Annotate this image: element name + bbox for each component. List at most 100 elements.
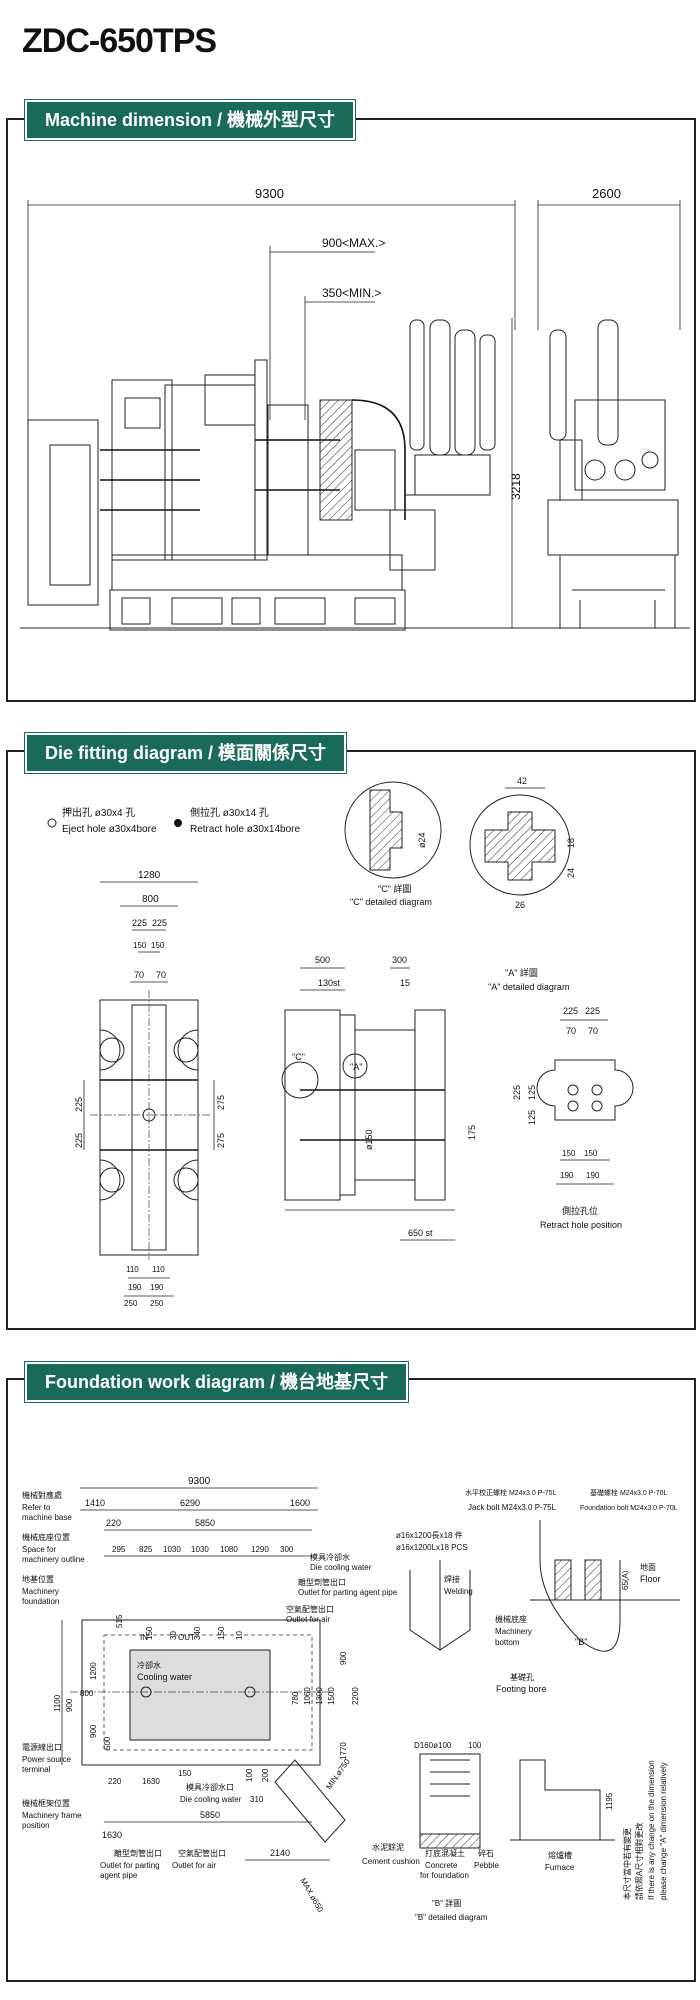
fd-10: 10 (235, 1631, 244, 1640)
machine-dimension-drawing: 9300 2600 900<MAX.> 350<MIN.> 3218 (20, 186, 690, 631)
dim-900-max: 900<MAX.> (322, 236, 385, 250)
found-en1: Machinery (22, 1587, 59, 1596)
pebble-cn: 碎石 (478, 1848, 494, 1858)
cement-cn: 水泥餘泥 (372, 1842, 404, 1852)
fd-30: 30 (169, 1631, 178, 1640)
fd-v800: 800 (80, 1689, 94, 1698)
dim-2600: 2600 (592, 186, 621, 201)
dim-190-a: 190 (128, 1283, 142, 1292)
frame-cn: 機械框架位置 (22, 1798, 70, 1808)
dim-225-b: 225 (152, 918, 167, 928)
side-dim-15: 15 (400, 978, 410, 988)
retract-dim-70-b: 70 (588, 1026, 598, 1036)
fd-max-dia: MAX.ø650 (298, 1877, 325, 1915)
fd-r780: 780 (291, 1691, 300, 1705)
die-cooling-top-en: Die cooling water (310, 1563, 372, 1572)
dim-v225-a: 225 (74, 1097, 84, 1112)
fd-b5850: 5850 (200, 1810, 220, 1820)
air-bot-en: Outlet for air (172, 1861, 216, 1870)
retract-dim-225-a: 225 (563, 1006, 578, 1016)
power-cn: 電源線出口 (22, 1742, 62, 1752)
dim-v275-a: 275 (216, 1095, 226, 1110)
fd-s1030-a: 1030 (163, 1545, 181, 1554)
dim-190-b: 190 (150, 1283, 164, 1292)
leveling-en: Jack bolt M24x3.0 P-75L (468, 1503, 557, 1512)
space-en2: machinery outline (22, 1555, 85, 1564)
dim-9300: 9300 (255, 186, 284, 201)
note-cn1: 本尺寸當中若有變更 (622, 1828, 632, 1900)
fd-r1060: 1060 (303, 1687, 312, 1705)
parting-bot-en1: Outlet for parting (100, 1861, 160, 1870)
side-dim-650st: 650 st (408, 1228, 433, 1238)
dim-v275-b: 275 (216, 1133, 226, 1148)
dim-110-b: 110 (152, 1265, 165, 1274)
fd-in: IN (140, 1633, 148, 1642)
dim-110-a: 110 (126, 1265, 139, 1274)
side-dim-175: 175 (467, 1125, 477, 1140)
parting-bot-cn: 離型劑管出口 (114, 1848, 162, 1858)
fd-150-b: 150 (217, 1626, 226, 1640)
dim-250-a: 250 (124, 1299, 138, 1308)
b-detail-d100: 100 (468, 1741, 482, 1750)
weld-en: Welding (444, 1587, 473, 1596)
found-en2: foundation (22, 1597, 59, 1606)
machine-dimension-banner: Machine dimension / 機械外型尺寸 (25, 100, 356, 140)
concrete-cn: 打底混凝土 (425, 1848, 465, 1858)
power-en1: Power source (22, 1755, 71, 1764)
footing-bore-en: Footing bore (496, 1684, 547, 1694)
pebble-en: Pebble (474, 1861, 499, 1870)
fd-out: OUT (178, 1633, 195, 1642)
furnace-en: Furnace (545, 1863, 575, 1872)
b-detail-title-cn: "B" 詳圖 (432, 1898, 461, 1908)
ref-en1: Refer to (22, 1503, 51, 1512)
weld-cn: 焊接 (444, 1574, 460, 1584)
fd-s295: 295 (112, 1545, 126, 1554)
fd-s825: 825 (139, 1545, 153, 1554)
side-label-c: "C" (292, 1052, 305, 1062)
fd-s1290: 1290 (251, 1545, 269, 1554)
c-detail-cn: "C" 詳圖 (378, 883, 411, 894)
leveling-cn: 水平校正螺栓 M24x3.0 P-75L (465, 1488, 557, 1497)
side-dim-300: 300 (392, 955, 407, 965)
fd-1600: 1600 (290, 1498, 310, 1508)
fd-r900: 900 (339, 1651, 348, 1665)
fd-6290: 6290 (180, 1498, 200, 1508)
cement-en: Cement cushion (362, 1857, 420, 1866)
side-label-a: "A" (350, 1062, 362, 1072)
fd-515: 515 (115, 1614, 124, 1628)
fd-r1300: 1300 (315, 1687, 324, 1705)
found-cn: 地基位置 (22, 1574, 54, 1584)
air-bot-cn: 空氣配管出口 (178, 1848, 226, 1858)
a-detail-d26: 26 (515, 900, 525, 910)
footing-bore-cn: 基礎孔 (510, 1672, 534, 1682)
die-fitting-drawing: 押出孔 ø30x4 孔 Eject hole ø30x4bore 側拉孔 ø30… (47, 776, 634, 1308)
dim-70-b: 70 (156, 970, 166, 980)
ref-cn: 機械對應處 (22, 1490, 62, 1500)
fd-s300: 300 (280, 1545, 294, 1554)
fd-v900-a: 900 (65, 1698, 74, 1712)
parting-top-en: Outlet for parting agent pipe (298, 1588, 398, 1597)
cooling-en: Cooling water (137, 1672, 192, 1682)
retract-position-cn: 側拉孔位 (562, 1205, 598, 1216)
rebar-r2: ø16x1200Lx18 PCS (396, 1543, 468, 1552)
fd-b1630b: 1630 (102, 1830, 122, 1840)
eject-hole-cn: 押出孔 ø30x4 孔 (62, 806, 135, 819)
foundation-banner: Foundation work diagram / 機台地基尺寸 (25, 1362, 409, 1402)
dim-3218: 3218 (509, 473, 523, 500)
note-en1: If there is any change on the dimension (647, 1760, 656, 1900)
air-top-en: Outlet for air (286, 1615, 330, 1624)
fd-b100: 100 (245, 1768, 254, 1782)
dim-150-b: 150 (151, 941, 165, 950)
fd-min-dia: MIN.ø750 (324, 1757, 352, 1791)
rebar-r1: ø16x1200長x18 件 (396, 1530, 463, 1540)
dim-225-a: 225 (132, 918, 147, 928)
dim-350-min: 350<MIN.> (322, 286, 381, 300)
note-en2: please change "A" dimension relatively (659, 1762, 668, 1900)
dim-70-a: 70 (134, 970, 144, 980)
fd-b310: 310 (250, 1795, 264, 1804)
retract-dim-150-a: 150 (562, 1149, 576, 1158)
a-detail-cn: "A" 詳圖 (505, 967, 538, 978)
floor-d65: 65(A) (621, 1570, 630, 1590)
fd-s1080: 1080 (220, 1545, 238, 1554)
eject-hole-en: Eject hole ø30x4bore (62, 824, 157, 835)
